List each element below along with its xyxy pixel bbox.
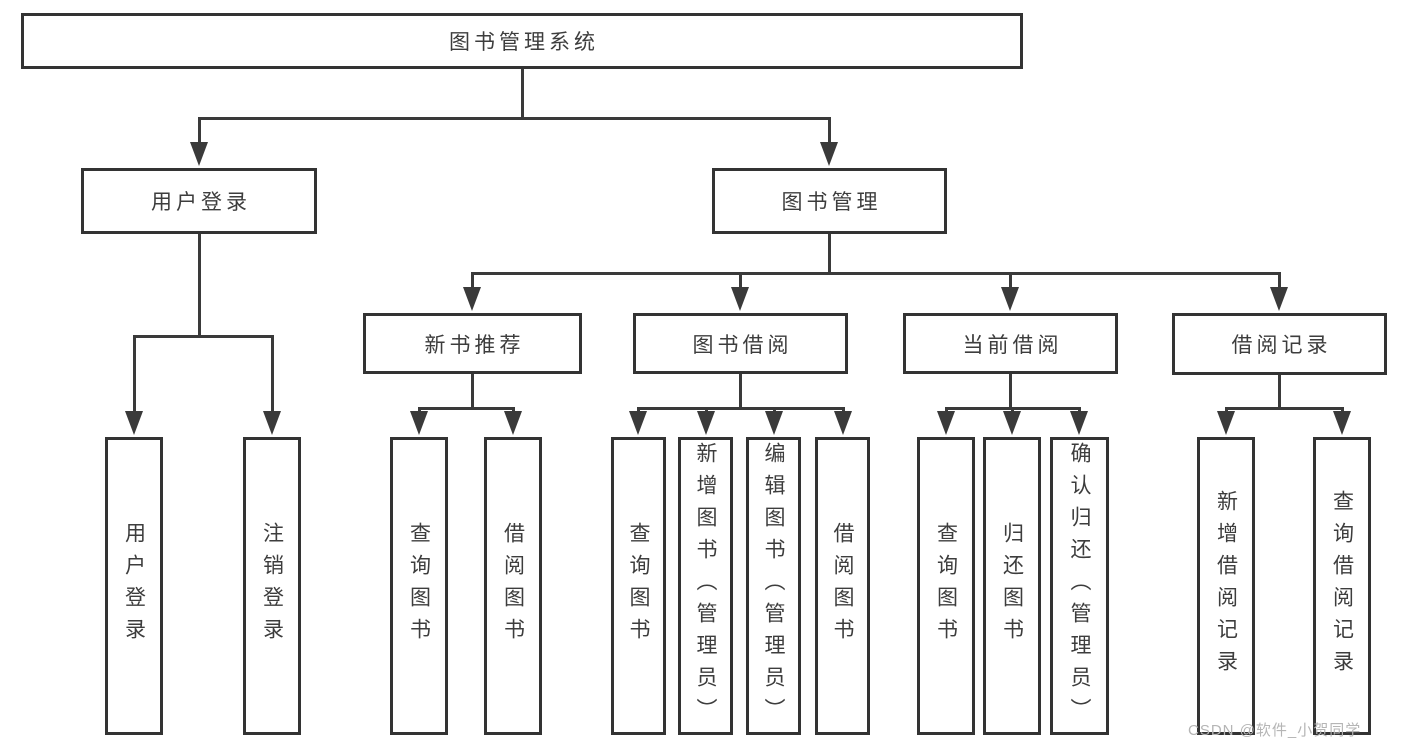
node-user-login-leaf: 用户登录 bbox=[105, 437, 163, 735]
arrowhead-icon bbox=[765, 411, 783, 435]
arrowhead-icon bbox=[937, 411, 955, 435]
node-label-query-book-1: 查询图书 bbox=[407, 522, 431, 650]
edge-stem-user-login bbox=[197, 234, 201, 338]
edge-bus-new-book-recommend bbox=[417, 406, 515, 410]
arrowhead-icon bbox=[820, 142, 838, 166]
edge-branch-borrow-records-0 bbox=[1224, 408, 1228, 413]
arrowhead-icon bbox=[629, 411, 647, 435]
node-confirm-return-admin: 确认归还（管理员） bbox=[1050, 437, 1109, 735]
node-label-user-login: 用户登录 bbox=[151, 191, 251, 214]
edge-branch-book-borrow-2 bbox=[772, 408, 776, 413]
node-label-query-book-3: 查询图书 bbox=[934, 522, 958, 650]
arrowhead-icon bbox=[1333, 411, 1351, 435]
arrowhead-icon bbox=[410, 411, 428, 435]
edge-branch-root-1 bbox=[827, 118, 831, 144]
edge-branch-book-borrow-1 bbox=[704, 408, 708, 413]
edge-branch-current-borrow-1 bbox=[1010, 408, 1014, 413]
node-book-management: 图书管理 bbox=[712, 168, 947, 234]
node-label-book-management: 图书管理 bbox=[781, 191, 882, 214]
node-query-book-3: 查询图书 bbox=[917, 437, 975, 735]
arrowhead-icon bbox=[263, 411, 281, 435]
node-label-user-login-leaf: 用户登录 bbox=[122, 522, 146, 650]
edge-bus-borrow-records bbox=[1224, 406, 1344, 410]
edge-branch-borrow-records-1 bbox=[1340, 408, 1344, 413]
arrowhead-icon bbox=[1217, 411, 1235, 435]
node-current-borrow: 当前借阅 bbox=[903, 313, 1118, 374]
node-query-book-1: 查询图书 bbox=[390, 437, 448, 735]
edge-branch-new-book-recommend-1 bbox=[511, 408, 515, 413]
edge-branch-root-0 bbox=[197, 118, 201, 144]
edge-bus-user-login bbox=[132, 334, 274, 338]
node-query-book-2: 查询图书 bbox=[611, 437, 666, 735]
node-borrow-book-1: 借阅图书 bbox=[484, 437, 542, 735]
edge-stem-current-borrow bbox=[1008, 374, 1012, 410]
node-borrow-records: 借阅记录 bbox=[1172, 313, 1387, 375]
edge-branch-book-management-1 bbox=[738, 273, 742, 289]
edge-branch-current-borrow-0 bbox=[944, 408, 948, 413]
arrowhead-icon bbox=[1003, 411, 1021, 435]
edge-branch-user-login-1 bbox=[270, 336, 274, 413]
arrowhead-icon bbox=[190, 142, 208, 166]
node-book-borrow: 图书借阅 bbox=[633, 313, 848, 374]
node-label-borrow-records: 借阅记录 bbox=[1231, 334, 1332, 357]
arrowhead-icon bbox=[504, 411, 522, 435]
node-edit-book-admin: 编辑图书（管理员） bbox=[746, 437, 801, 735]
edge-branch-book-management-3 bbox=[1277, 273, 1281, 289]
node-label-current-borrow: 当前借阅 bbox=[962, 333, 1063, 357]
edge-stem-book-borrow bbox=[738, 374, 742, 410]
edge-bus-root bbox=[197, 116, 831, 120]
node-label-root: 图书管理系统 bbox=[449, 31, 599, 54]
node-label-edit-book-admin: 编辑图书（管理员） bbox=[762, 442, 785, 730]
node-add-book-admin: 新增图书（管理员） bbox=[678, 437, 733, 735]
node-label-logout: 注销登录 bbox=[260, 522, 284, 650]
node-label-confirm-return-admin: 确认归还（管理员） bbox=[1068, 442, 1091, 730]
arrowhead-icon bbox=[731, 287, 749, 311]
node-label-query-book-2: 查询图书 bbox=[627, 522, 650, 650]
edge-branch-new-book-recommend-0 bbox=[417, 408, 421, 413]
edge-branch-user-login-0 bbox=[132, 336, 136, 413]
arrowhead-icon bbox=[125, 411, 143, 435]
edge-branch-current-borrow-2 bbox=[1077, 408, 1081, 413]
arrowhead-icon bbox=[697, 411, 715, 435]
edge-stem-root bbox=[520, 69, 524, 120]
node-label-borrow-book-2: 借阅图书 bbox=[831, 522, 854, 650]
node-return-book: 归还图书 bbox=[983, 437, 1041, 735]
node-label-borrow-book-1: 借阅图书 bbox=[501, 522, 525, 650]
node-label-new-book-recommend: 新书推荐 bbox=[424, 333, 525, 357]
edge-bus-book-management bbox=[470, 271, 1281, 275]
edge-branch-book-management-0 bbox=[470, 273, 474, 289]
node-add-borrow-record: 新增借阅记录 bbox=[1197, 437, 1255, 735]
arrowhead-icon bbox=[1070, 411, 1088, 435]
node-new-book-recommend: 新书推荐 bbox=[363, 313, 582, 374]
edge-branch-book-borrow-0 bbox=[636, 408, 640, 413]
edge-stem-book-management bbox=[827, 234, 831, 275]
arrowhead-icon bbox=[1270, 287, 1288, 311]
node-logout: 注销登录 bbox=[243, 437, 301, 735]
node-label-add-book-admin: 新增图书（管理员） bbox=[694, 442, 717, 730]
node-label-book-borrow: 图书借阅 bbox=[692, 333, 793, 357]
node-label-return-book: 归还图书 bbox=[1000, 522, 1024, 650]
arrowhead-icon bbox=[834, 411, 852, 435]
node-user-login: 用户登录 bbox=[81, 168, 317, 234]
node-query-borrow-record: 查询借阅记录 bbox=[1313, 437, 1371, 735]
edge-stem-new-book-recommend bbox=[470, 374, 474, 410]
edge-branch-book-borrow-3 bbox=[841, 408, 845, 413]
edge-branch-book-management-2 bbox=[1008, 273, 1012, 289]
arrowhead-icon bbox=[1001, 287, 1019, 311]
edge-stem-borrow-records bbox=[1277, 374, 1281, 410]
watermark-text: CSDN @软件_小贺同学 bbox=[1188, 722, 1362, 739]
arrowhead-icon bbox=[463, 287, 481, 311]
node-label-query-borrow-record: 查询借阅记录 bbox=[1330, 490, 1354, 682]
edge-bus-book-borrow bbox=[636, 406, 845, 410]
node-label-add-borrow-record: 新增借阅记录 bbox=[1214, 490, 1238, 682]
node-root: 图书管理系统 bbox=[21, 13, 1023, 69]
node-borrow-book-2: 借阅图书 bbox=[815, 437, 870, 735]
